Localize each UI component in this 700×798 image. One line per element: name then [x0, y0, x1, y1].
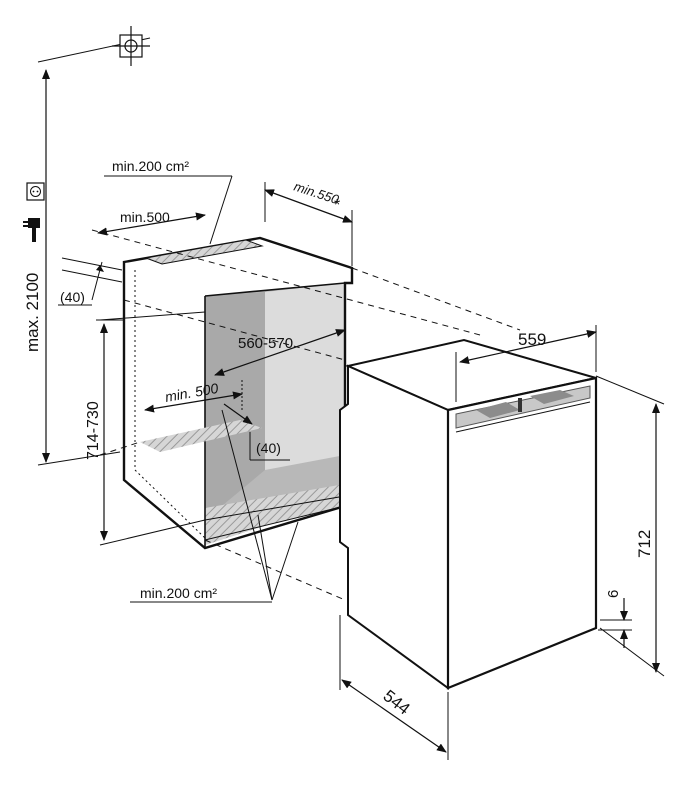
- height-max-label: max. 2100: [23, 273, 42, 352]
- niche-height-label: 714-730: [85, 401, 102, 460]
- top-depth-dimension: min.500: [97, 209, 206, 236]
- top-gap-dimension: (40): [58, 257, 123, 306]
- bottom-gap-label: (40): [256, 440, 281, 456]
- appliance-offset-dimension: 6: [598, 590, 632, 648]
- height-max-dimension: max. 2100: [23, 69, 121, 466]
- top-gap-label: (40): [60, 289, 85, 305]
- niche-depth-asterisk: *: [334, 197, 340, 214]
- niche-cabinet: [122, 236, 354, 550]
- top-vent-area-label: min.200 cm²: [112, 158, 189, 174]
- appliance-width-dimension: 559: [455, 325, 597, 402]
- appliance-width-label: 559: [518, 330, 546, 349]
- appliance-offset-label: 6: [605, 590, 622, 598]
- top-depth-label: min.500: [120, 209, 170, 225]
- power-socket-icon: [26, 182, 45, 201]
- niche-width-dimension: 560-570: [99, 311, 346, 376]
- niche-height-dimension: 714-730: [85, 319, 206, 546]
- crosshair-target-icon: [37, 26, 151, 66]
- bottom-vent-annotation: min.200 cm²: [130, 409, 299, 603]
- niche-width-label: 560-570: [238, 335, 293, 352]
- power-plug-icon: [23, 218, 40, 242]
- top-vent-annotation: min.200 cm²: [104, 158, 233, 245]
- appliance-height-label: 712: [635, 530, 654, 558]
- bottom-vent-area-label: min.200 cm²: [140, 585, 217, 601]
- appliance-body: [339, 338, 598, 690]
- bottom-gap-dimension: (40): [223, 403, 290, 461]
- appliance-depth-label: 544: [380, 686, 414, 718]
- appliance-height-dimension: 712: [595, 375, 665, 677]
